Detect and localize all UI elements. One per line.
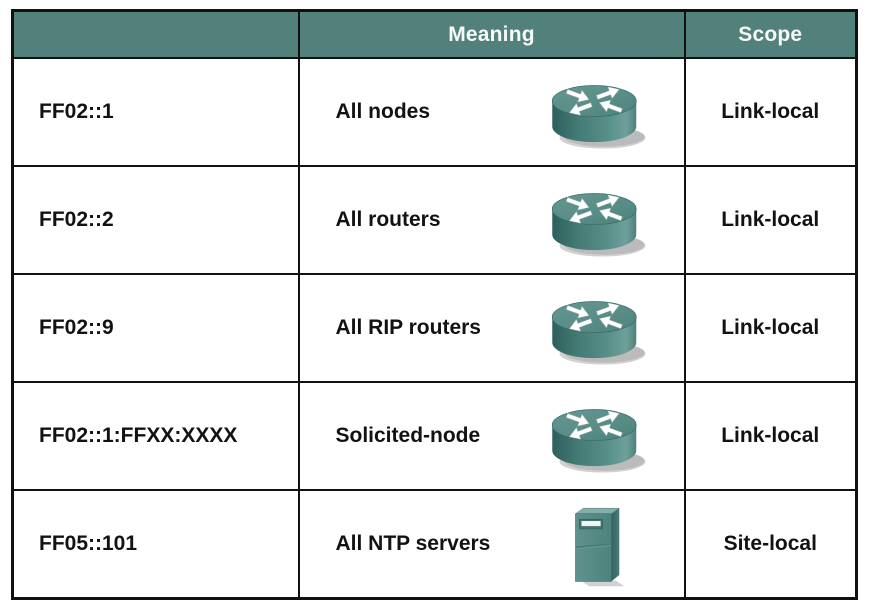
meaning-cell: All RIP routers — [297, 273, 686, 383]
router-icon — [536, 286, 658, 370]
table-row: FF02::2 All routers — [11, 165, 858, 275]
ipv6-multicast-address-table: Meaning Scope FF02::1 All nodes — [11, 9, 858, 600]
scope-cell: Link-local — [683, 273, 858, 383]
meaning-cell: All routers — [297, 165, 686, 275]
header-address-blank — [11, 9, 300, 59]
meaning-label: All nodes — [335, 100, 431, 123]
meaning-label: All RIP routers — [335, 316, 481, 339]
table-row: FF02::1 All nodes — [11, 57, 858, 167]
address-cell: FF02::2 — [11, 165, 300, 275]
header-scope: Scope — [683, 9, 858, 59]
address-cell: FF02::9 — [11, 273, 300, 383]
table-row: FF05::101 All NTP servers — [11, 489, 858, 600]
scope-cell: Link-local — [683, 381, 858, 491]
meaning-label: All NTP servers — [335, 532, 491, 555]
router-icon — [536, 178, 658, 262]
meaning-label: Solicited-node — [335, 424, 481, 447]
scope-cell: Link-local — [683, 165, 858, 275]
scope-cell: Site-local — [683, 489, 858, 600]
address-cell: FF05::101 — [11, 489, 300, 600]
router-icon — [536, 70, 658, 154]
meaning-cell: All NTP servers — [297, 489, 686, 600]
header-row: Meaning Scope — [11, 9, 858, 59]
address-cell: FF02::1 — [11, 57, 300, 167]
meaning-cell: All nodes — [297, 57, 686, 167]
server-icon — [536, 501, 658, 587]
router-icon — [536, 394, 658, 478]
table-row: FF02::1:FFXX:XXXX Solicited-node — [11, 381, 858, 491]
scope-cell: Link-local — [683, 57, 858, 167]
header-meaning: Meaning — [297, 9, 686, 59]
meaning-label: All routers — [335, 208, 441, 231]
table-row: FF02::9 All RIP routers — [11, 273, 858, 383]
meaning-cell: Solicited-node — [297, 381, 686, 491]
address-cell: FF02::1:FFXX:XXXX — [11, 381, 300, 491]
